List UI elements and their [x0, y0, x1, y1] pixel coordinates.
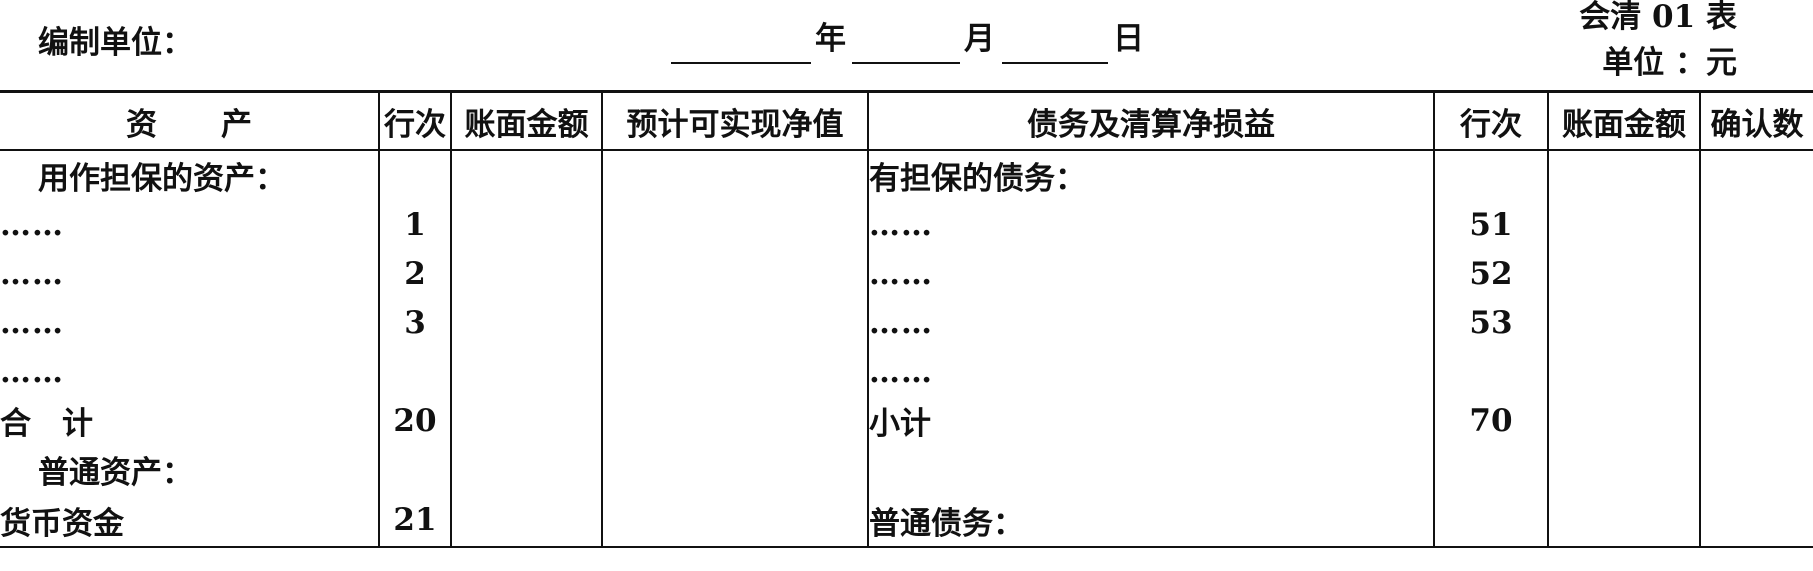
table-row: …… 3 …… 53 — [0, 298, 1813, 347]
row-number-cell — [378, 150, 451, 200]
row-number-cell: 20 — [378, 396, 451, 445]
realizable-value-cell — [601, 249, 868, 298]
day-label: 日 — [1113, 21, 1144, 57]
book-value-cell — [450, 249, 602, 298]
column-header-book-value-2: 账面金额 — [1547, 90, 1700, 151]
confirmed-cell — [1699, 347, 1813, 396]
book-value-cell — [450, 445, 602, 494]
table-row: 普通资产： — [0, 445, 1813, 494]
debt-cell: 有担保的债务： — [867, 150, 1434, 200]
row-number-cell: 21 — [378, 494, 451, 548]
asset-cell: 货币资金 — [0, 494, 379, 548]
realizable-value-cell — [601, 494, 868, 548]
book-value-cell — [450, 347, 602, 396]
confirmed-cell — [1699, 396, 1813, 445]
row-number-cell-2 — [1433, 150, 1548, 200]
year-blank-line — [671, 62, 811, 64]
column-header-realizable-value: 预计可实现净值 — [601, 90, 868, 151]
table-row: 用作担保的资产： 有担保的债务： — [0, 150, 1813, 200]
table-header-row: 资产 行次 账面金额 预计可实现净值 债务及清算净损益 行次 账面金额 确认数 — [0, 90, 1813, 151]
debt-cell: …… — [867, 347, 1434, 396]
row-number-cell-2: 70 — [1433, 396, 1548, 445]
book-value-cell — [450, 150, 602, 200]
asset-cell: …… — [0, 353, 64, 390]
book-value-cell-2 — [1547, 200, 1700, 249]
row-number-cell: 3 — [378, 298, 451, 347]
asset-total-cell: 合 计 — [0, 406, 93, 442]
table-row: …… 1 …… 51 — [0, 200, 1813, 249]
column-header-asset: 资产 — [0, 90, 379, 151]
row-number-cell-2 — [1433, 494, 1548, 548]
row-number-cell-2: 51 — [1433, 200, 1548, 249]
currency-unit-label: 单位 ：元 — [1602, 45, 1737, 81]
book-value-cell — [450, 396, 602, 445]
year-label: 年 — [815, 21, 846, 57]
book-value-cell — [450, 200, 602, 249]
debt-cell: …… — [867, 200, 1434, 249]
realizable-value-cell — [601, 347, 868, 396]
confirmed-cell — [1699, 494, 1813, 548]
book-value-cell-2 — [1547, 396, 1700, 445]
realizable-value-cell — [601, 445, 868, 494]
month-blank-line — [852, 62, 960, 64]
column-header-row-no: 行次 — [378, 90, 451, 151]
realizable-value-cell — [601, 150, 868, 200]
column-header-row-no-2: 行次 — [1433, 90, 1548, 151]
book-value-cell-2 — [1547, 347, 1700, 396]
realizable-value-cell — [601, 396, 868, 445]
column-header-confirmed: 确认数 — [1699, 90, 1813, 151]
asset-cell: …… — [0, 206, 64, 243]
month-label: 月 — [964, 21, 995, 57]
confirmed-cell — [1699, 445, 1813, 494]
row-number-cell — [378, 445, 451, 494]
table-row: …… …… — [0, 347, 1813, 396]
debt-cell: 普通债务： — [867, 494, 1434, 548]
row-number-cell-2 — [1433, 445, 1548, 494]
debt-cell: …… — [867, 249, 1434, 298]
book-value-cell-2 — [1547, 249, 1700, 298]
column-header-book-value: 账面金额 — [450, 90, 602, 151]
row-number-cell: 2 — [378, 249, 451, 298]
row-number-cell: 1 — [378, 200, 451, 249]
book-value-cell-2 — [1547, 445, 1700, 494]
form-code: 会清 01 表 — [1579, 0, 1737, 35]
debt-cell: …… — [867, 298, 1434, 347]
asset-cell: 普通资产： — [38, 455, 193, 491]
row-number-cell-2 — [1433, 347, 1548, 396]
book-value-cell — [450, 298, 602, 347]
book-value-cell-2 — [1547, 298, 1700, 347]
asset-cell: 用作担保的资产： — [38, 161, 286, 197]
reporting-unit-label: 编制单位： — [38, 25, 193, 61]
realizable-value-cell — [601, 200, 868, 249]
day-blank-line — [1002, 62, 1108, 64]
column-header-debt: 债务及清算净损益 — [867, 90, 1434, 151]
asset-cell: …… — [0, 255, 64, 292]
table-row: 合 计 20 小计 70 — [0, 396, 1813, 445]
book-value-cell-2 — [1547, 494, 1700, 548]
book-value-cell — [450, 494, 602, 548]
asset-cell: …… — [0, 304, 64, 341]
liquidation-balance-table: 资产 行次 账面金额 预计可实现净值 债务及清算净损益 行次 账面金额 确认数 … — [0, 90, 1813, 548]
debt-cell — [867, 445, 1434, 494]
book-value-cell-2 — [1547, 150, 1700, 200]
confirmed-cell — [1699, 150, 1813, 200]
debt-subtotal-cell: 小计 — [867, 396, 1434, 445]
confirmed-cell — [1699, 298, 1813, 347]
row-number-cell-2: 53 — [1433, 298, 1548, 347]
table-row: …… 2 …… 52 — [0, 249, 1813, 298]
table-row: 货币资金 21 普通债务： — [0, 494, 1813, 548]
confirmed-cell — [1699, 249, 1813, 298]
row-number-cell-2: 52 — [1433, 249, 1548, 298]
realizable-value-cell — [601, 298, 868, 347]
row-number-cell — [378, 347, 451, 396]
confirmed-cell — [1699, 200, 1813, 249]
